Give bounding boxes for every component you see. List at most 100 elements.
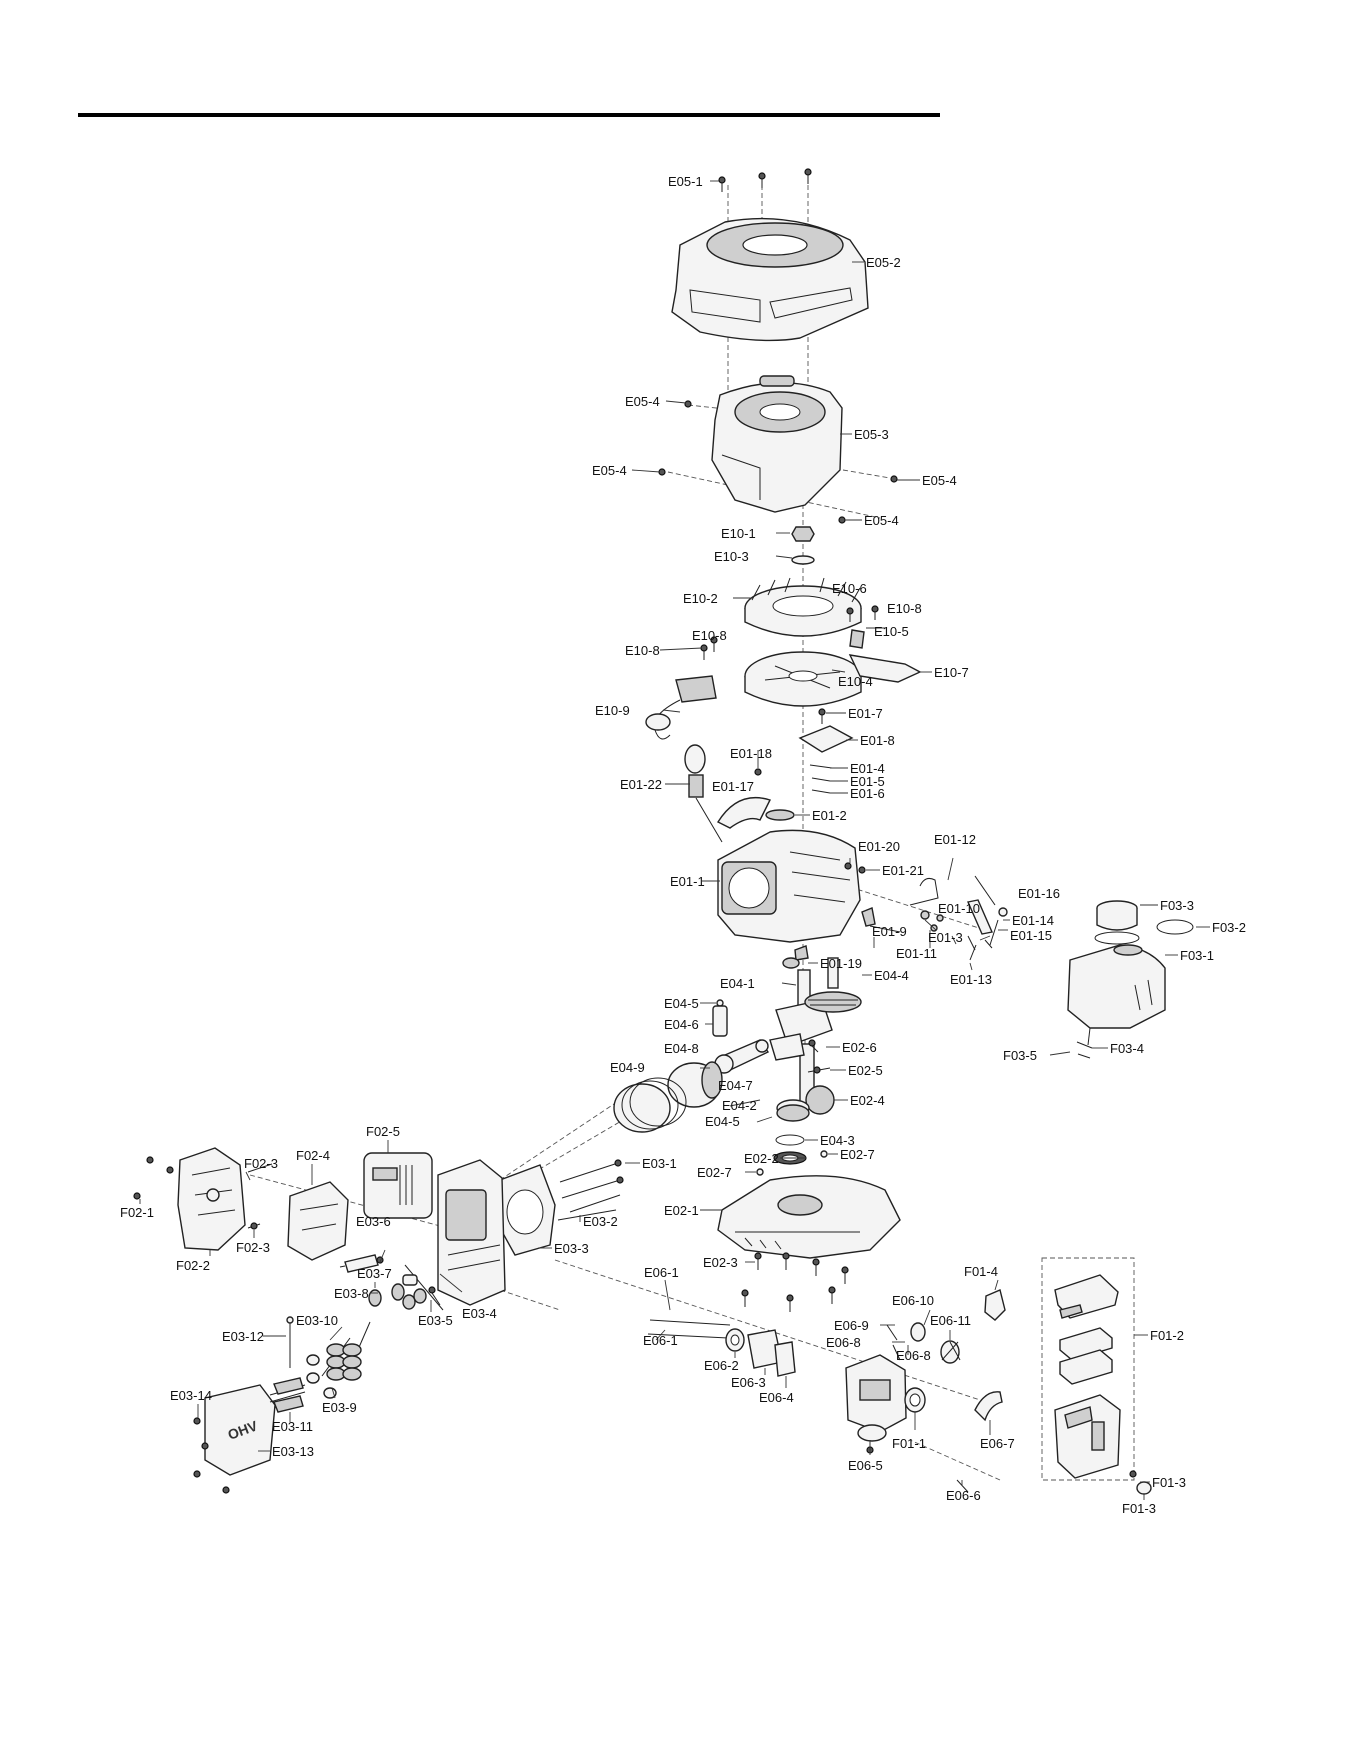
label-E03-11: E03-11 — [272, 1419, 313, 1434]
label-E01-21: E01-21 — [882, 863, 924, 878]
label-E01-13: E01-13 — [950, 972, 992, 987]
label-F03-4: F03-4 — [1110, 1041, 1144, 1056]
label-E06-1: E06-1 — [643, 1333, 678, 1348]
label-E05-3: E05-3 — [854, 427, 889, 442]
label-F01-1: F01-1 — [892, 1436, 926, 1451]
label-E10-8: E10-8 — [692, 628, 727, 643]
label-E03-7: E03-7 — [357, 1266, 392, 1281]
label-E01-7: E01-7 — [848, 706, 883, 721]
label-E02-6: E02-6 — [842, 1040, 877, 1055]
label-E06-1: E06-1 — [644, 1265, 679, 1280]
label-F02-5: F02-5 — [366, 1124, 400, 1139]
label-E01-6: E01-6 — [850, 786, 885, 801]
label-E04-6: E04-6 — [664, 1017, 699, 1032]
label-E01-22: E01-22 — [620, 777, 662, 792]
label-F01-2: F01-2 — [1150, 1328, 1184, 1343]
label-E02-7: E02-7 — [697, 1165, 732, 1180]
blower-housing — [658, 375, 898, 524]
label-E03-13: E03-13 — [272, 1444, 314, 1459]
label-E05-4: E05-4 — [592, 463, 627, 478]
governor-parts — [716, 768, 795, 829]
label-E03-8: E03-8 — [334, 1286, 369, 1301]
label-E10-8: E10-8 — [887, 601, 922, 616]
label-E03-10: E03-10 — [296, 1313, 338, 1328]
label-E03-12: E03-12 — [222, 1329, 264, 1344]
label-E03-14: E03-14 — [170, 1388, 212, 1403]
label-E02-7: E02-7 — [840, 1147, 875, 1162]
flywheel-nut-washer — [791, 526, 815, 565]
label-E01-10: E01-10 — [938, 901, 980, 916]
label-E01-14: E01-14 — [1012, 913, 1054, 928]
label-E01-16: E01-16 — [1018, 886, 1060, 901]
label-F02-4: F02-4 — [296, 1148, 330, 1163]
label-E10-6: E10-6 — [832, 581, 867, 596]
label-E01-8: E01-8 — [860, 733, 895, 748]
carburetor — [845, 1322, 969, 1493]
label-E04-3: E04-3 — [820, 1133, 855, 1148]
label-E10-1: E10-1 — [721, 526, 756, 541]
label-F02-3: F02-3 — [244, 1156, 278, 1171]
label-E04-4: E04-4 — [874, 968, 909, 983]
label-E02-3: E02-3 — [703, 1255, 738, 1270]
label-E04-5: E04-5 — [664, 996, 699, 1011]
label-F01-3: F01-3 — [1152, 1475, 1186, 1490]
label-F02-2: F02-2 — [176, 1258, 210, 1273]
label-E06-2: E06-2 — [704, 1358, 739, 1373]
label-F02-3: F02-3 — [236, 1240, 270, 1255]
label-E04-9: E04-9 — [610, 1060, 645, 1075]
header-rule — [78, 113, 940, 117]
label-F01-3: F01-3 — [1122, 1501, 1156, 1516]
label-E10-7: E10-7 — [934, 665, 969, 680]
oil-pan — [717, 1175, 901, 1259]
label-E06-3: E06-3 — [731, 1375, 766, 1390]
label-F02-1: F02-1 — [120, 1205, 154, 1220]
label-F03-2: F03-2 — [1212, 920, 1246, 935]
label-E01-19: E01-19 — [820, 956, 862, 971]
governor-linkage — [782, 862, 1008, 969]
label-E04-7: E04-7 — [718, 1078, 753, 1093]
label-E06-9: E06-9 — [834, 1318, 869, 1333]
muffler-parts — [133, 1147, 433, 1261]
breather-cover — [798, 708, 854, 794]
label-E06-4: E06-4 — [759, 1390, 794, 1405]
label-E02-5: E02-5 — [848, 1063, 883, 1078]
fan-cover — [671, 217, 869, 342]
label-E01-2: E01-2 — [812, 808, 847, 823]
label-E04-1: E04-1 — [720, 976, 755, 991]
label-E01-11: E01-11 — [896, 946, 937, 961]
flywheel — [744, 577, 862, 707]
callout-labels: E05-1 E05-2 E05-4 E05-3 E05-4 E05-4 E05-… — [120, 174, 1246, 1516]
label-E06-7: E06-7 — [980, 1436, 1015, 1451]
crankcase — [717, 829, 861, 961]
label-E01-17: E01-17 — [712, 779, 754, 794]
label-E04-8: E04-8 — [664, 1041, 699, 1056]
label-E03-5: E03-5 — [418, 1313, 453, 1328]
label-E05-1: E05-1 — [668, 174, 703, 189]
cylinder-head — [428, 1159, 506, 1306]
label-E01-15: E01-15 — [1010, 928, 1052, 943]
label-E01-20: E01-20 — [858, 839, 900, 854]
label-F03-1: F03-1 — [1180, 948, 1214, 963]
label-E10-5: E10-5 — [874, 624, 909, 639]
leader-lines — [139, 180, 1210, 1500]
oil-pan-bolts — [741, 1252, 849, 1312]
label-E06-8: E06-8 — [826, 1335, 861, 1350]
label-E03-3: E03-3 — [554, 1241, 589, 1256]
label-E02-1: E02-1 — [664, 1203, 699, 1218]
label-E01-9: E01-9 — [872, 924, 907, 939]
head-gasket — [499, 1164, 556, 1256]
crankshaft — [769, 969, 833, 1105]
intake-parts — [647, 1319, 796, 1377]
label-E02-4: E02-4 — [850, 1093, 885, 1108]
label-E01-12: E01-12 — [934, 832, 976, 847]
camshaft — [804, 957, 862, 1013]
fuel-tank — [1067, 900, 1194, 1059]
label-E01-5: E01-5 — [850, 774, 885, 789]
label-E05-4: E05-4 — [922, 473, 957, 488]
label-E03-2: E03-2 — [583, 1214, 618, 1229]
label-E06-6: E06-6 — [946, 1488, 981, 1503]
label-E02-2: E02-2 — [744, 1151, 779, 1166]
screws-e05-1 — [718, 168, 812, 192]
dipstick — [684, 744, 723, 843]
crank-gear-bolt — [756, 1039, 835, 1176]
